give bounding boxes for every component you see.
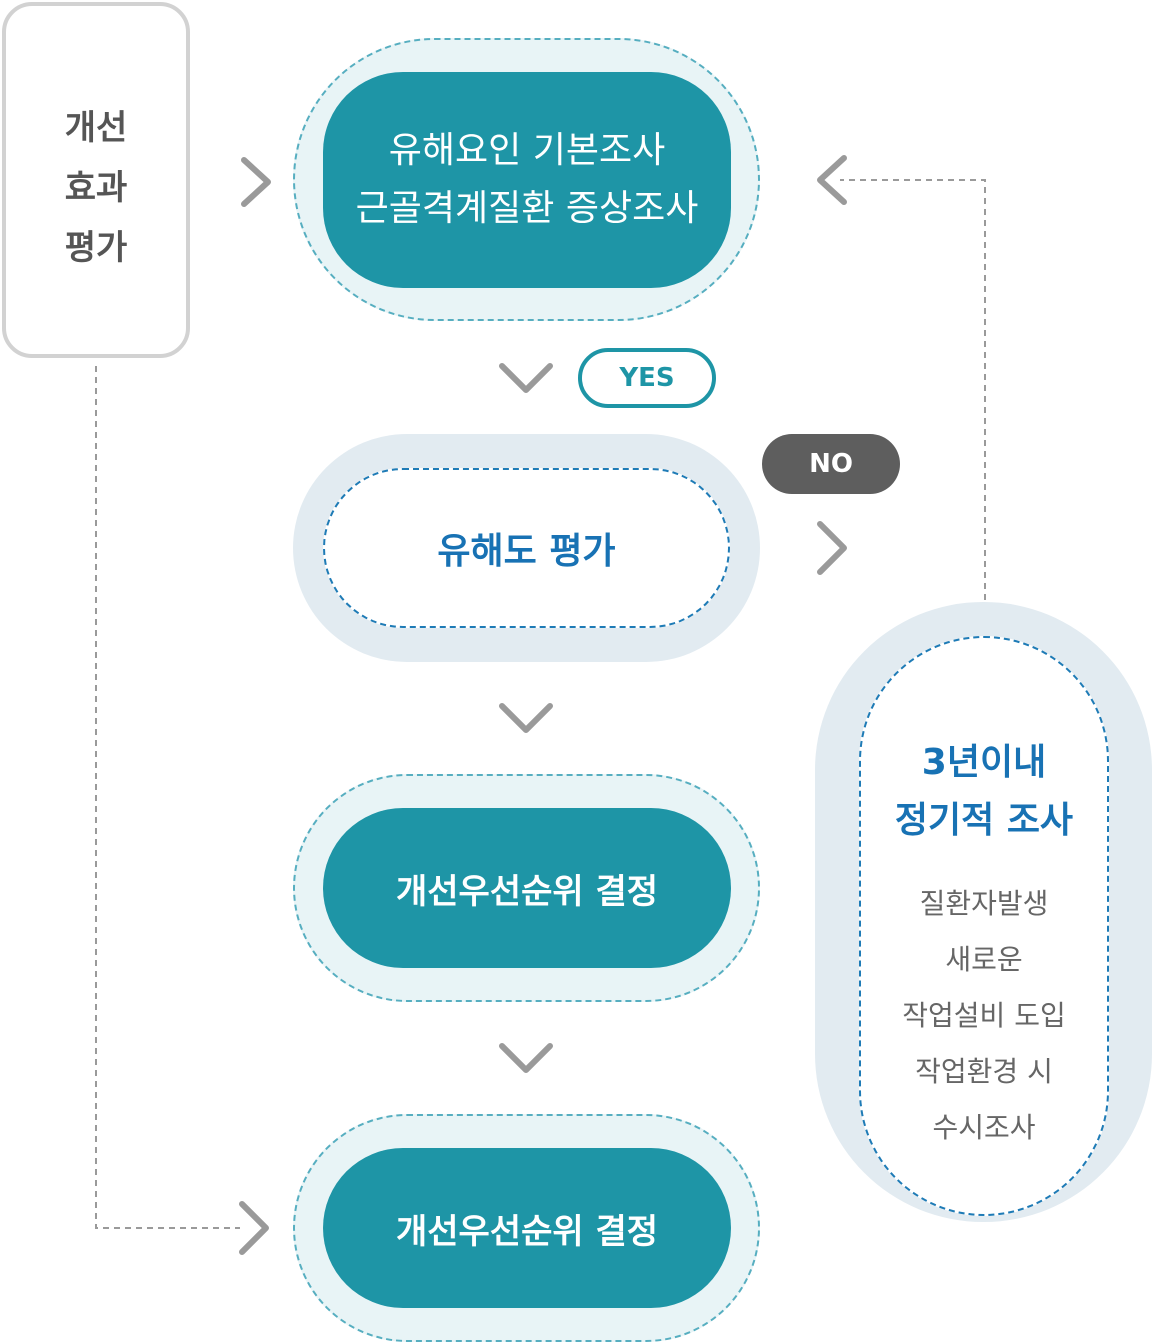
chevron-down-icon [499, 703, 553, 733]
chevron-right-icon [241, 157, 271, 207]
survey-step: 유해요인 기본조사 근골격계질환 증상조사 [293, 38, 760, 321]
eval-line-1: 개선 [64, 108, 128, 148]
priority-step-2: 개선우선순위 결정 [293, 1114, 760, 1342]
feedback-line [95, 366, 240, 1229]
priority-pill-2: 개선우선순위 결정 [323, 1148, 731, 1308]
eval-line-3: 평가 [64, 228, 128, 268]
chevron-right-icon [239, 1201, 269, 1255]
periodic-title-2: 정기적 조사 [894, 800, 1074, 841]
condition-list: 질환자발생 새로운 작업설비 도입 작업환경 시 수시조사 [861, 876, 1107, 1156]
condition-item: 수시조사 [932, 1111, 1036, 1144]
periodic-survey-inner: 3년이내 정기적 조사 질환자발생 새로운 작업설비 도입 작업환경 시 수시조… [859, 636, 1109, 1216]
assessment-step: 유해도 평가 [293, 434, 760, 662]
assessment-label: 유해도 평가 [323, 468, 730, 628]
no-badge: NO [762, 434, 900, 494]
condition-item: 질환자발생 [919, 887, 1049, 920]
yes-badge: YES [578, 348, 716, 408]
recheck-line [840, 179, 986, 600]
survey-line-2: 근골격계질환 증상조사 [355, 188, 699, 229]
improvement-evaluation-box: 개선 효과 평가 [2, 2, 190, 358]
chevron-left-icon [817, 155, 847, 205]
condition-item: 작업환경 시 [915, 1055, 1053, 1088]
survey-line-1: 유해요인 기본조사 [388, 130, 666, 171]
periodic-title-1: 3년이내 [921, 742, 1047, 783]
survey-pill: 유해요인 기본조사 근골격계질환 증상조사 [323, 72, 731, 288]
periodic-survey-box: 3년이내 정기적 조사 질환자발생 새로운 작업설비 도입 작업환경 시 수시조… [815, 602, 1152, 1222]
condition-item: 작업설비 도입 [902, 999, 1066, 1032]
priority-step-1: 개선우선순위 결정 [293, 774, 760, 1002]
condition-item: 새로운 [945, 943, 1023, 976]
chevron-right-icon [817, 521, 847, 575]
eval-line-2: 효과 [64, 168, 128, 208]
chevron-down-icon [499, 1043, 553, 1073]
priority-pill-1: 개선우선순위 결정 [323, 808, 731, 968]
chevron-down-icon [499, 363, 553, 393]
